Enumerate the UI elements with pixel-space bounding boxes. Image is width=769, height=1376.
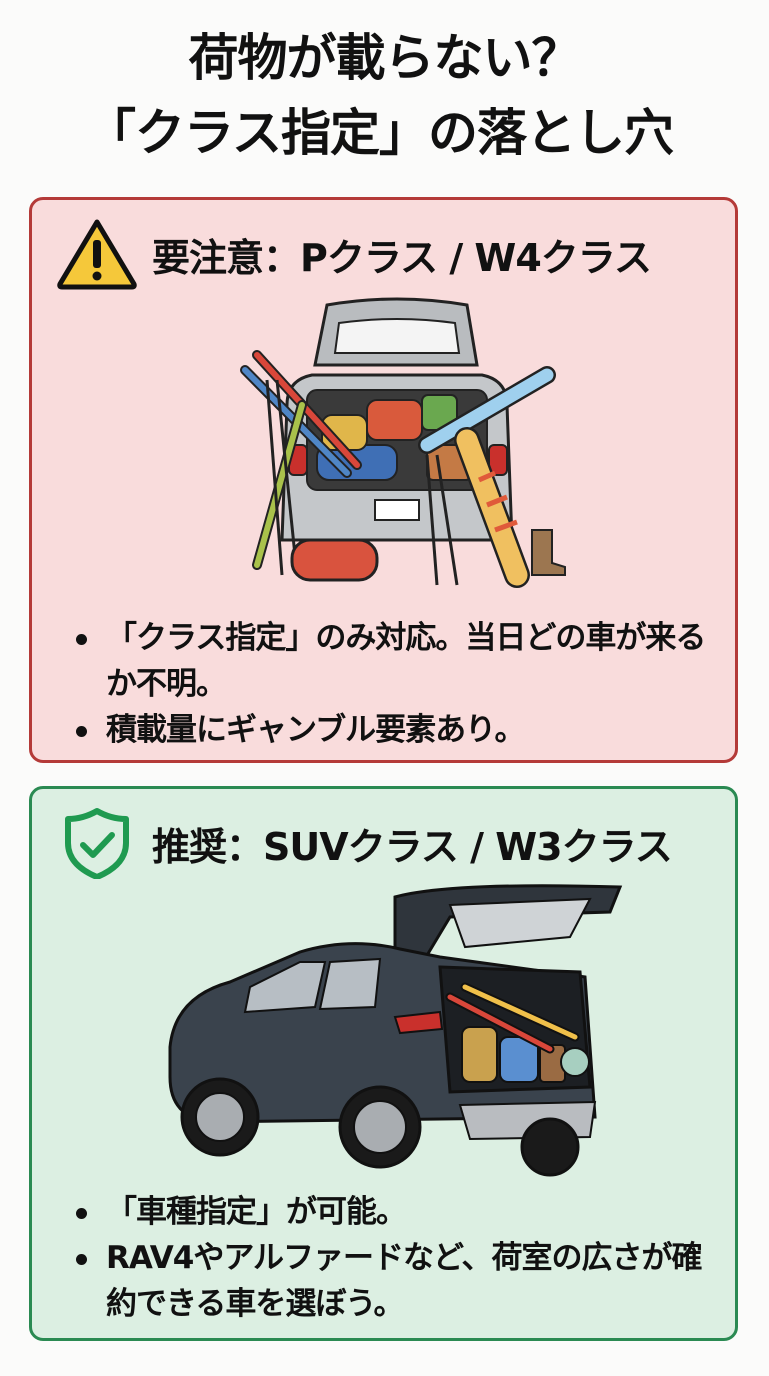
shield-check-icon [65, 808, 129, 879]
title-line-2: 「クラス指定」の落とし穴 [86, 104, 674, 162]
bullet-item: 「クラス指定」のみ対応。当日どの車が来るか不明。 [72, 615, 712, 707]
warning-panel: 要注意：Pクラス / W4クラス [29, 197, 738, 763]
recommended-panel: 推奨：SUVクラス / W3クラス 「車種指定」が可能。 RAV4やアルファ [29, 786, 738, 1341]
page-title: 荷物が載らない？ 「クラス指定」の落とし穴 [0, 28, 769, 164]
warning-panel-heading: 要注意：Pクラス / W4クラス [152, 235, 652, 280]
recommended-bullet-list: 「車種指定」が可能。 RAV4やアルファードなど、荷室の広さが確約できる車を選ぼ… [72, 1189, 712, 1327]
recommended-panel-heading: 推奨：SUVクラス / W3クラス [152, 824, 673, 869]
warning-panel-header: 要注意：Pクラス / W4クラス [56, 218, 652, 290]
warning-bullet-list: 「クラス指定」のみ対応。当日どの車が来るか不明。 積載量にギャンブル要素あり。 [72, 615, 712, 753]
recommended-panel-header: 推奨：SUVクラス / W3クラス [56, 807, 673, 879]
warning-triangle-icon [57, 219, 137, 290]
bullet-item: 「車種指定」が可能。 [72, 1189, 712, 1235]
title-line-1: 荷物が載らない？ [188, 29, 582, 87]
suv-open-tailgate-illustration [168, 884, 623, 1177]
overloaded-hatchback-illustration [240, 297, 566, 588]
bullet-item: RAV4やアルファードなど、荷室の広さが確約できる車を選ぼう。 [72, 1235, 712, 1327]
bullet-item: 積載量にギャンブル要素あり。 [72, 707, 712, 753]
